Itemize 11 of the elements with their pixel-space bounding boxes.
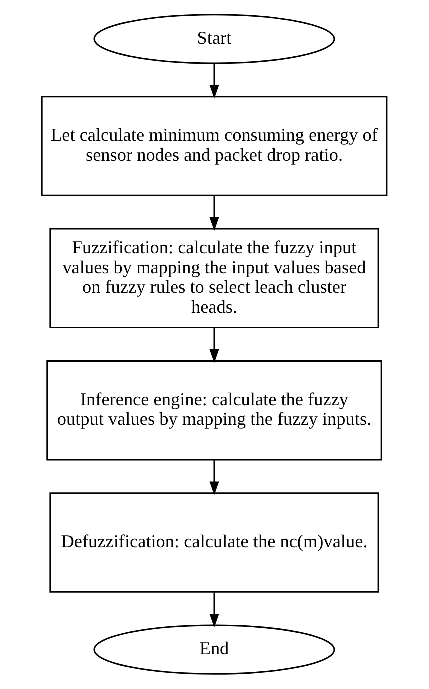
node-box: Defuzzification: calculate the nc(m)value.: [50, 492, 380, 593]
arrow: [210, 328, 220, 364]
arrow: [210, 64, 220, 99]
node-box: Let calculate minimum consuming energy of sensor nodes and packet drop ratio.: [41, 96, 388, 196]
arrow: [210, 460, 220, 496]
arrow: [210, 592, 220, 628]
arrow: [210, 196, 220, 232]
node-box: Inference engine: calculate the fuzzy output values by mapping the fuzzy inputs.: [46, 360, 382, 461]
node-box: Fuzzification: calculate the fuzzy input values by mapping the input values based on fuzzy rules to select leach cluster heads.: [50, 228, 380, 329]
node-ellipse: End: [94, 624, 336, 675]
node-ellipse: Start: [94, 14, 336, 64]
